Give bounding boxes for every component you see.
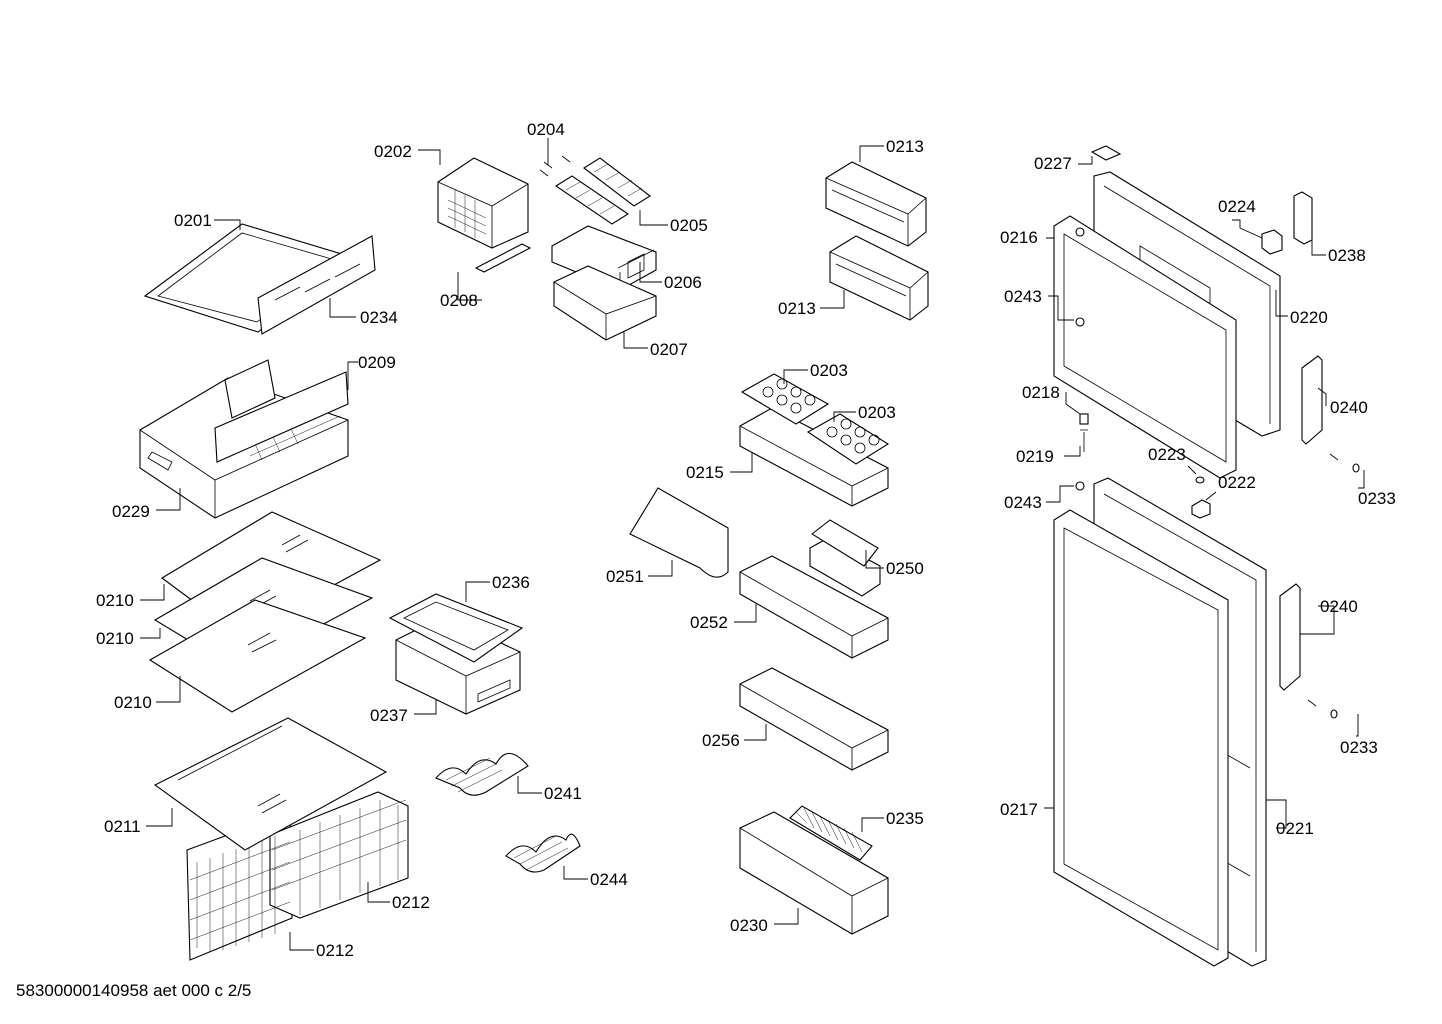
part-0208-strip <box>474 243 532 273</box>
part-0233-screw <box>1307 453 1360 719</box>
part-0202-housing <box>437 157 529 249</box>
part-0256-door-bin <box>739 667 889 771</box>
label-0243: 0243 <box>1004 493 1042 512</box>
part-labels: 0201 0202 0203 0203 0204 0205 0206 0207 … <box>96 120 1396 960</box>
part-0238-hinge-cover <box>1293 191 1313 245</box>
label-0202: 0202 <box>374 142 412 161</box>
label-0230: 0230 <box>730 916 768 935</box>
label-0212: 0212 <box>392 893 430 912</box>
part-0212-basket <box>186 791 409 961</box>
part-0230-bottle-bin <box>739 811 889 935</box>
part-0240-handle <box>1301 355 1323 445</box>
label-0251: 0251 <box>606 567 644 586</box>
label-0256: 0256 <box>702 731 740 750</box>
part-0222-hinge-block <box>1191 499 1211 519</box>
label-0237: 0237 <box>370 706 408 725</box>
part-0204-screws <box>539 155 571 177</box>
part-0218-bushing <box>1079 413 1089 425</box>
label-0216: 0216 <box>1000 228 1038 247</box>
label-0224: 0224 <box>1218 197 1256 216</box>
label-0201: 0201 <box>174 211 212 230</box>
label-0213: 0213 <box>886 137 924 156</box>
label-0213: 0213 <box>778 299 816 318</box>
label-0243: 0243 <box>1004 287 1042 306</box>
label-0235: 0235 <box>886 809 924 828</box>
part-0243-pin <box>1075 227 1085 491</box>
label-0210: 0210 <box>96 629 134 648</box>
part-0240-handle <box>1279 583 1301 691</box>
part-0244-egg-holder <box>505 833 581 873</box>
label-0238: 0238 <box>1328 246 1366 265</box>
label-0215: 0215 <box>686 463 724 482</box>
part-0234-front-strip <box>257 235 376 335</box>
label-0209: 0209 <box>358 353 396 372</box>
part-0223-washer <box>1195 476 1205 484</box>
part-0207-ice-bin <box>553 265 657 341</box>
part-0224-bracket <box>1261 229 1283 255</box>
label-0229: 0229 <box>112 502 150 521</box>
part-0227-cap <box>1090 145 1122 161</box>
label-0218: 0218 <box>1022 383 1060 402</box>
label-0208: 0208 <box>440 291 478 310</box>
label-0210: 0210 <box>96 591 134 610</box>
label-0205: 0205 <box>670 216 708 235</box>
part-0219-screw <box>1080 429 1088 452</box>
part-0217-gasket <box>1053 509 1229 967</box>
label-0240: 0240 <box>1330 398 1368 417</box>
label-0252: 0252 <box>690 613 728 632</box>
label-0241: 0241 <box>544 784 582 803</box>
part-0205-ice-tray <box>554 157 651 225</box>
leader-lines <box>140 138 1365 951</box>
label-0211: 0211 <box>104 817 141 836</box>
label-0212: 0212 <box>316 941 354 960</box>
label-0227: 0227 <box>1034 154 1072 173</box>
label-0233: 0233 <box>1340 738 1378 757</box>
label-0220: 0220 <box>1290 308 1328 327</box>
part-0241-egg-holder <box>435 752 529 796</box>
part-0252-door-bin <box>739 555 889 659</box>
label-0222: 0222 <box>1218 473 1256 492</box>
part-0203-egg-tray <box>740 373 830 425</box>
label-0203: 0203 <box>858 403 896 422</box>
label-0233: 0233 <box>1358 489 1396 508</box>
part-0213-door-bin <box>829 235 929 321</box>
label-0206: 0206 <box>664 273 702 292</box>
part-0250-butter-bin <box>809 519 881 597</box>
part-0203-egg-tray <box>806 413 890 465</box>
part-0213-door-bin <box>825 161 927 247</box>
label-0217: 0217 <box>1000 800 1038 819</box>
part-0235-bottle-rack <box>789 805 873 861</box>
part-0251-flap <box>629 487 729 578</box>
label-0207: 0207 <box>650 340 688 359</box>
label-0240: 0240 <box>1320 597 1358 616</box>
part-0211-glass-cover <box>153 717 388 851</box>
label-0203: 0203 <box>810 361 848 380</box>
part-0209-drawer-divider <box>214 359 349 463</box>
document-code: 58300000140958 aet 000 c 2/5 <box>16 981 252 1000</box>
part-0236-box-frame <box>388 593 524 663</box>
label-0234: 0234 <box>360 308 398 327</box>
label-0244: 0244 <box>590 870 628 889</box>
label-0250: 0250 <box>886 559 924 578</box>
label-0221: 0221 <box>1276 819 1314 838</box>
part-0210-glass-shelf <box>148 599 367 713</box>
part-0216-gasket <box>1053 215 1237 479</box>
label-0204: 0204 <box>527 120 565 139</box>
label-0223: 0223 <box>1148 445 1186 464</box>
label-0219: 0219 <box>1016 447 1054 466</box>
label-0236: 0236 <box>492 573 530 592</box>
label-0210: 0210 <box>114 693 152 712</box>
